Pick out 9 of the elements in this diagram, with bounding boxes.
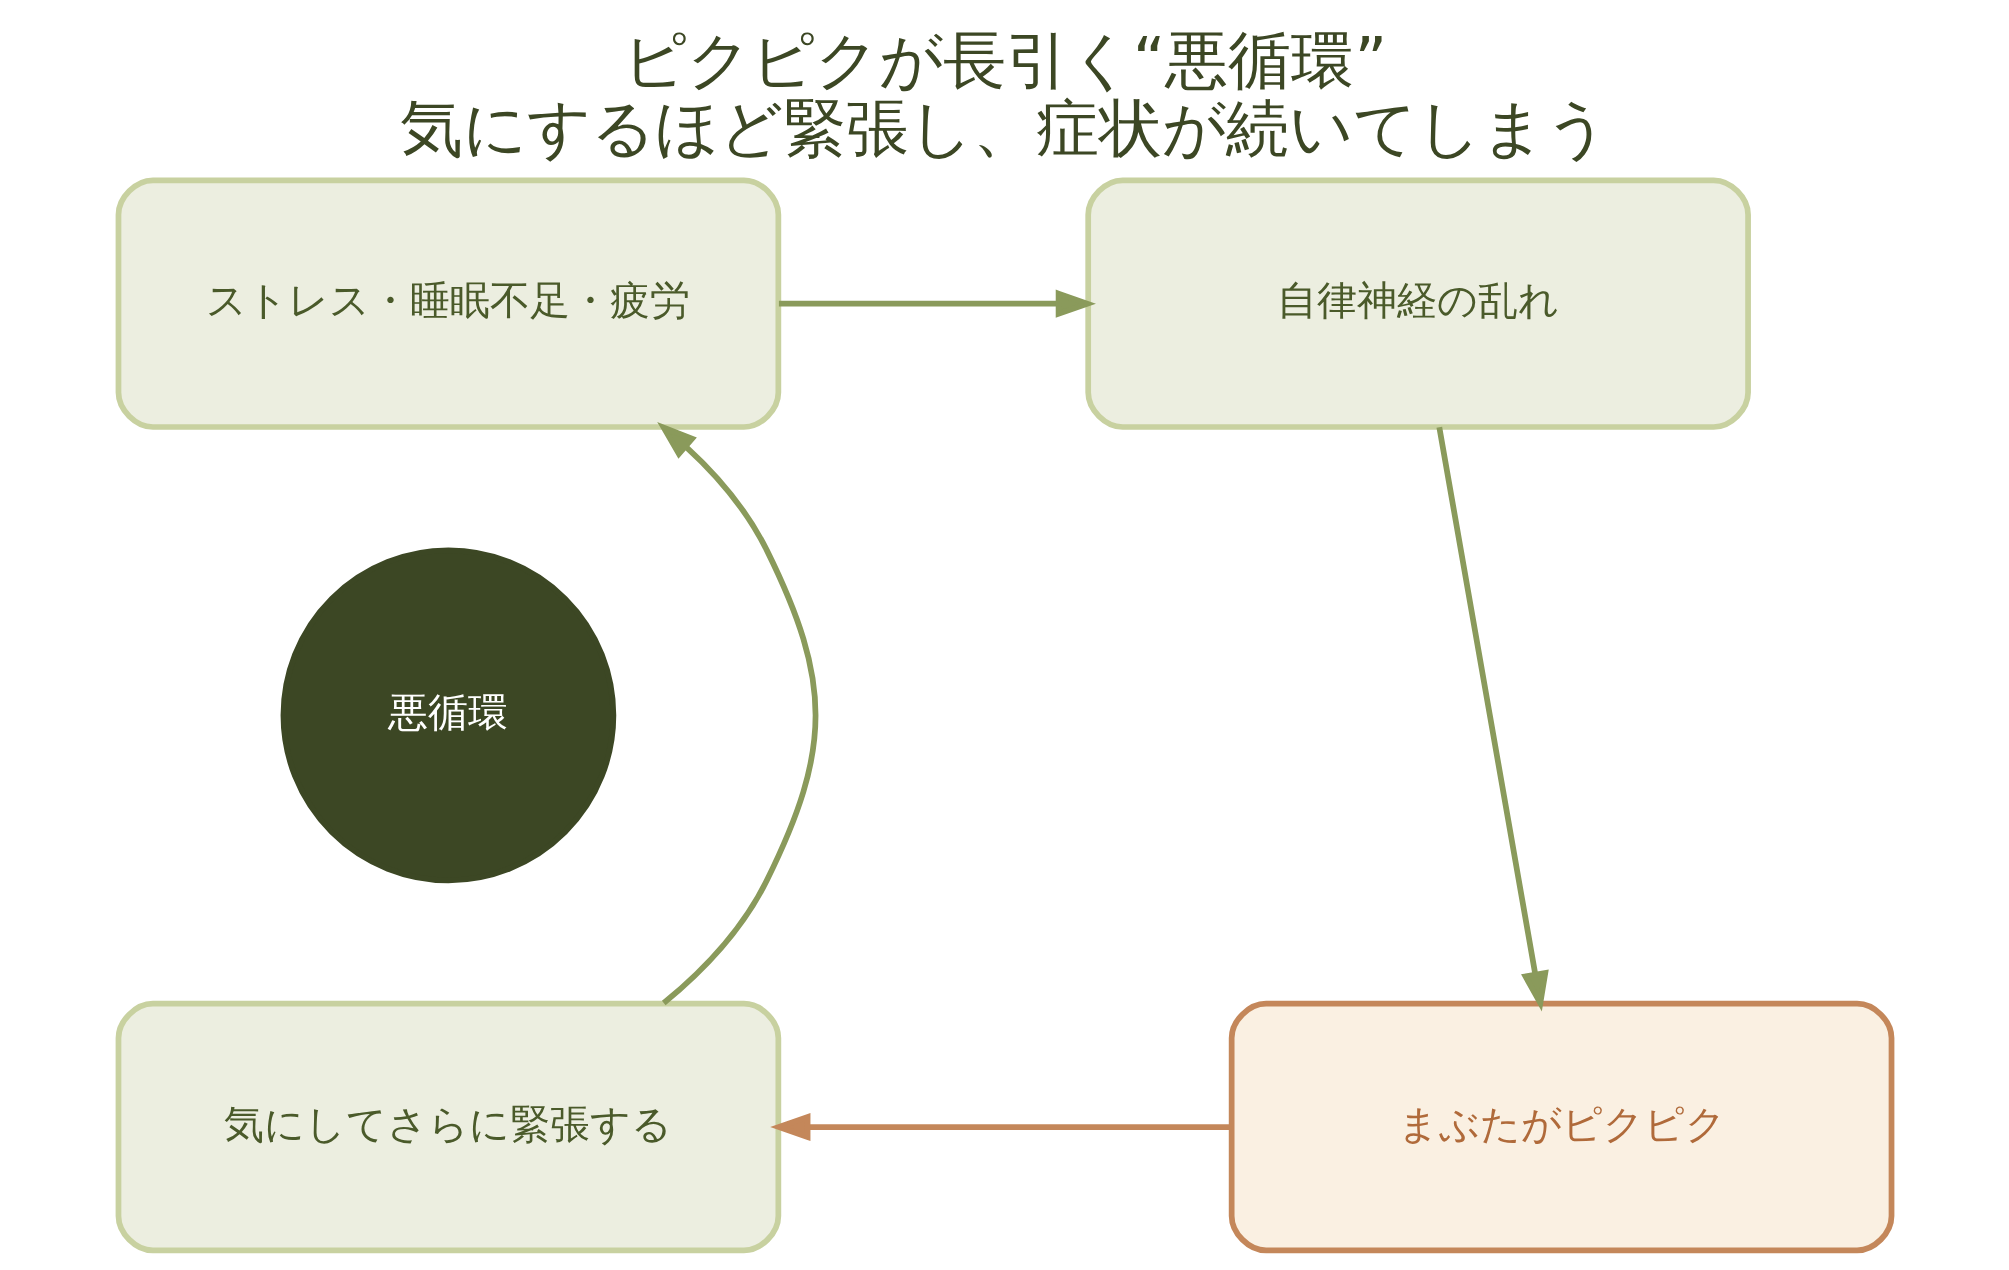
- node-box: 気にしてさらに緊張する: [115, 1000, 781, 1254]
- node-circle: 悪循環: [280, 547, 616, 884]
- arrow: [1436, 426, 1549, 1012]
- node-box: 自律神経の乱れ: [1084, 177, 1751, 430]
- node-box: ストレス・睡眠不足・疲労: [115, 177, 781, 430]
- arrow: [769, 1112, 1231, 1142]
- arrow: [778, 289, 1096, 318]
- node-box: まぶたがピクピク: [1228, 1000, 1894, 1254]
- arrow: [656, 421, 818, 1006]
